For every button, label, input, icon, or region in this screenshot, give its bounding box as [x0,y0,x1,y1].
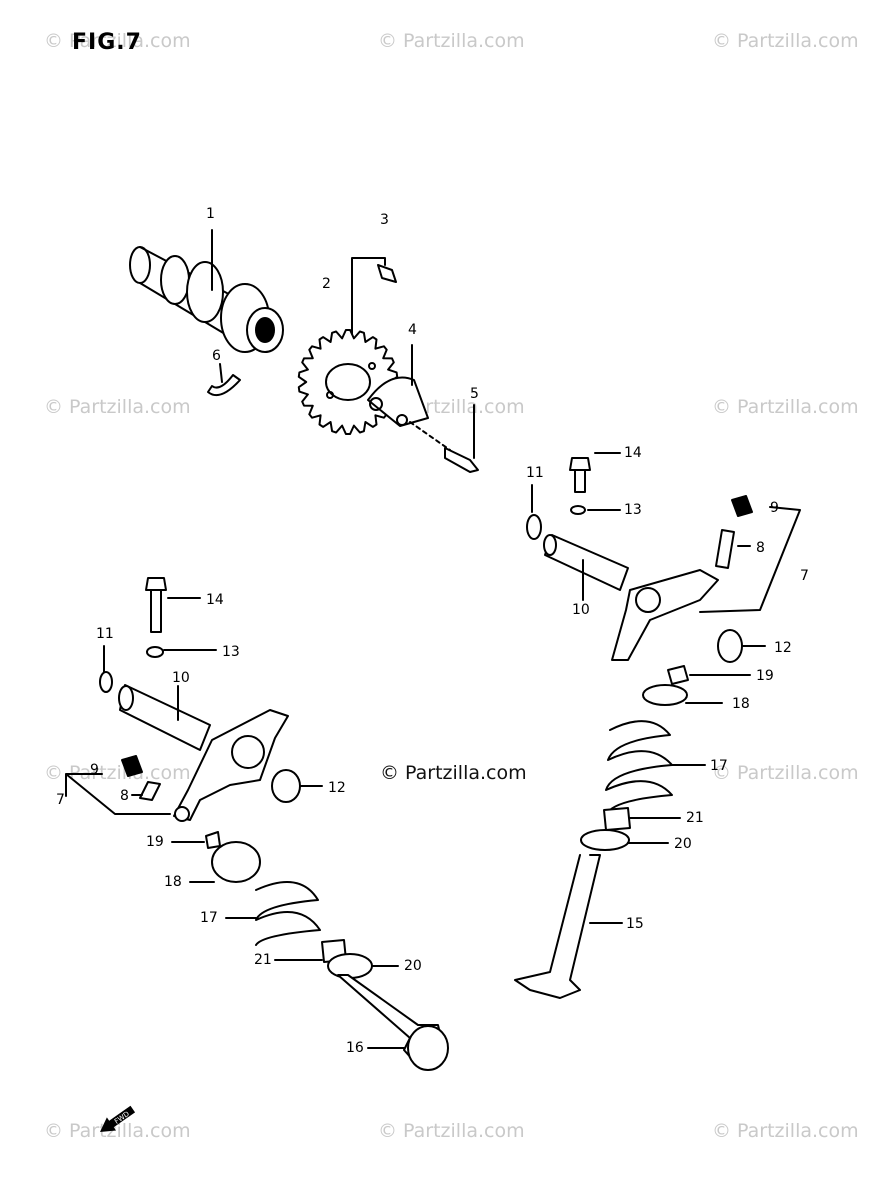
label-16: 16 [346,1040,364,1056]
cotter-19-left [205,831,221,849]
shaft-10-right [543,534,629,601]
label-15: 15 [626,916,644,932]
label-8-left: 8 [120,788,129,804]
seal-21-right [603,807,681,831]
bolt-14-right [569,452,621,493]
label-11-right: 11 [526,465,544,481]
label-7-left: 7 [56,792,65,808]
watermark-mid-right: © Partzilla.com [712,396,859,418]
oring-11-right [526,514,542,540]
seal-12-right [717,629,743,663]
label-1: 1 [206,206,215,222]
label-2: 2 [322,276,331,292]
label-10-left: 10 [172,670,190,686]
label-13-right: 13 [624,502,642,518]
label-8-right: 8 [756,540,765,556]
label-18-left: 18 [164,874,182,890]
label-20-right: 20 [674,836,692,852]
washer-13-right [570,505,586,515]
label-17-right: 17 [710,758,728,774]
retainer-18-left [189,841,261,883]
seal-12-left [271,769,301,803]
spring-17-right [605,720,706,816]
label-9-left: 9 [90,762,99,778]
watermark-bottom-center: © Partzilla.com [378,1120,525,1142]
label-12-left: 12 [328,780,346,796]
sprocket-part [297,329,399,435]
label-21-left: 21 [254,952,272,968]
cotter-19-right [667,665,689,685]
label-17-left: 17 [200,910,218,926]
label-5: 5 [470,386,479,402]
label-11-left: 11 [96,626,114,642]
label-19-right: 19 [756,668,774,684]
label-7-right: 7 [800,568,809,584]
washer-13-left [146,646,164,658]
label-3: 3 [380,212,389,228]
rocker-arm-7-right [611,506,801,661]
washer-20-right [580,829,669,851]
watermark-bottom-right: © Partzilla.com [712,1120,859,1142]
nut-9-left [121,755,143,777]
nut-9-right [731,495,753,517]
spring-17-left [225,881,321,946]
label-18-right: 18 [732,696,750,712]
watermark-low-right: © Partzilla.com [712,762,859,784]
watermark-low-left: © Partzilla.com [44,762,191,784]
valve-15-right [514,854,623,999]
shaft-10-left [118,684,211,751]
label-14-right: 14 [624,445,642,461]
watermark-top-center: © Partzilla.com [378,30,525,52]
camshaft-part [129,229,284,353]
watermark-top-left: © Partzilla.com [44,30,191,52]
lock-plate-part [367,376,429,427]
adjuster-8-right [715,529,735,569]
label-10-right: 10 [572,602,590,618]
figure-title: FIG.7 [72,30,142,55]
fwd-arrow-icon: FWD [100,1105,136,1132]
valve-16-left [337,974,449,1071]
label-12-right: 12 [774,640,792,656]
label-6: 6 [212,348,221,364]
adjuster-8-left [139,781,161,801]
watermark-mid-left: © Partzilla.com [44,396,191,418]
rocker-arm-7-left [173,709,289,822]
label-14-left: 14 [206,592,224,608]
bolt-14-left [145,577,201,633]
watermark-top-right: © Partzilla.com [712,30,859,52]
label-9-right: 9 [770,500,779,516]
center-watermark: © Partzilla.com [380,762,527,784]
label-4: 4 [408,322,417,338]
label-20-left: 20 [404,958,422,974]
clip-part [207,374,241,396]
label-19-left: 19 [146,834,164,850]
label-21-right: 21 [686,810,704,826]
label-13-left: 13 [222,644,240,660]
watermark-bottom-left: © Partzilla.com [44,1120,191,1142]
bolt-part [409,404,479,473]
retainer-18-right [642,684,723,706]
oring-11-left [99,671,113,693]
